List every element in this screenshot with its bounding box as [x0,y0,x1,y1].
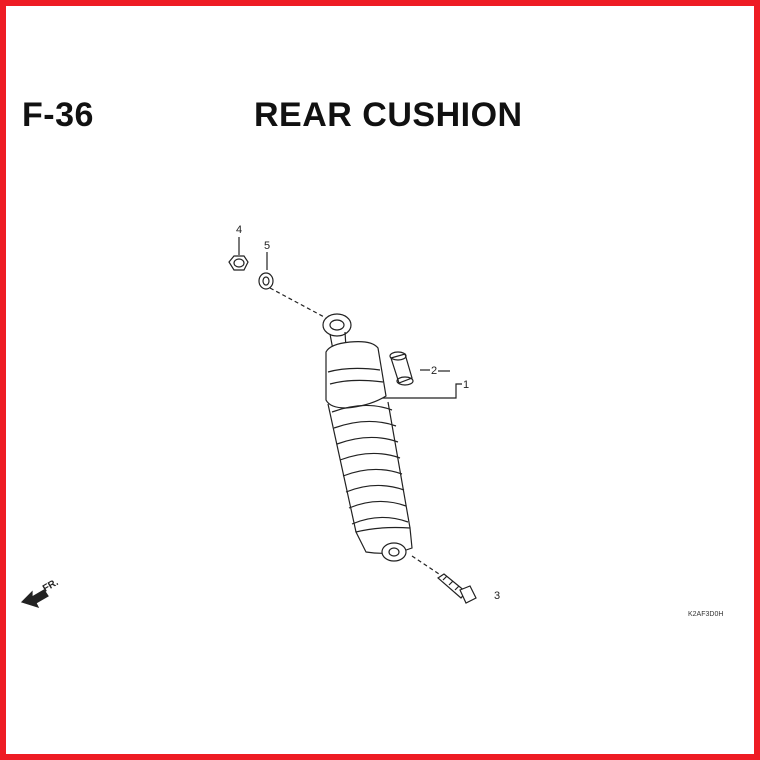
callout-4: 4 [236,224,242,236]
nut-part [228,255,249,271]
rear-cushion-part [322,313,413,562]
callout-5: 5 [264,240,270,252]
callout-1: 1 [463,379,469,391]
diagram-reference-code: K2AF3D0H [688,611,723,618]
front-direction-label: FR. [41,577,61,595]
bushing-part [389,351,414,386]
bolt-part [437,573,477,604]
section-title: REAR CUSHION [254,96,523,134]
callout-2: 2 [431,365,437,377]
front-direction-arrow [20,589,49,608]
leader-line-washer-to-shock [269,287,327,319]
washer-part [258,272,274,290]
section-code: F-36 [22,96,94,134]
callout-3: 3 [494,590,500,602]
callout-line-1 [382,383,462,399]
